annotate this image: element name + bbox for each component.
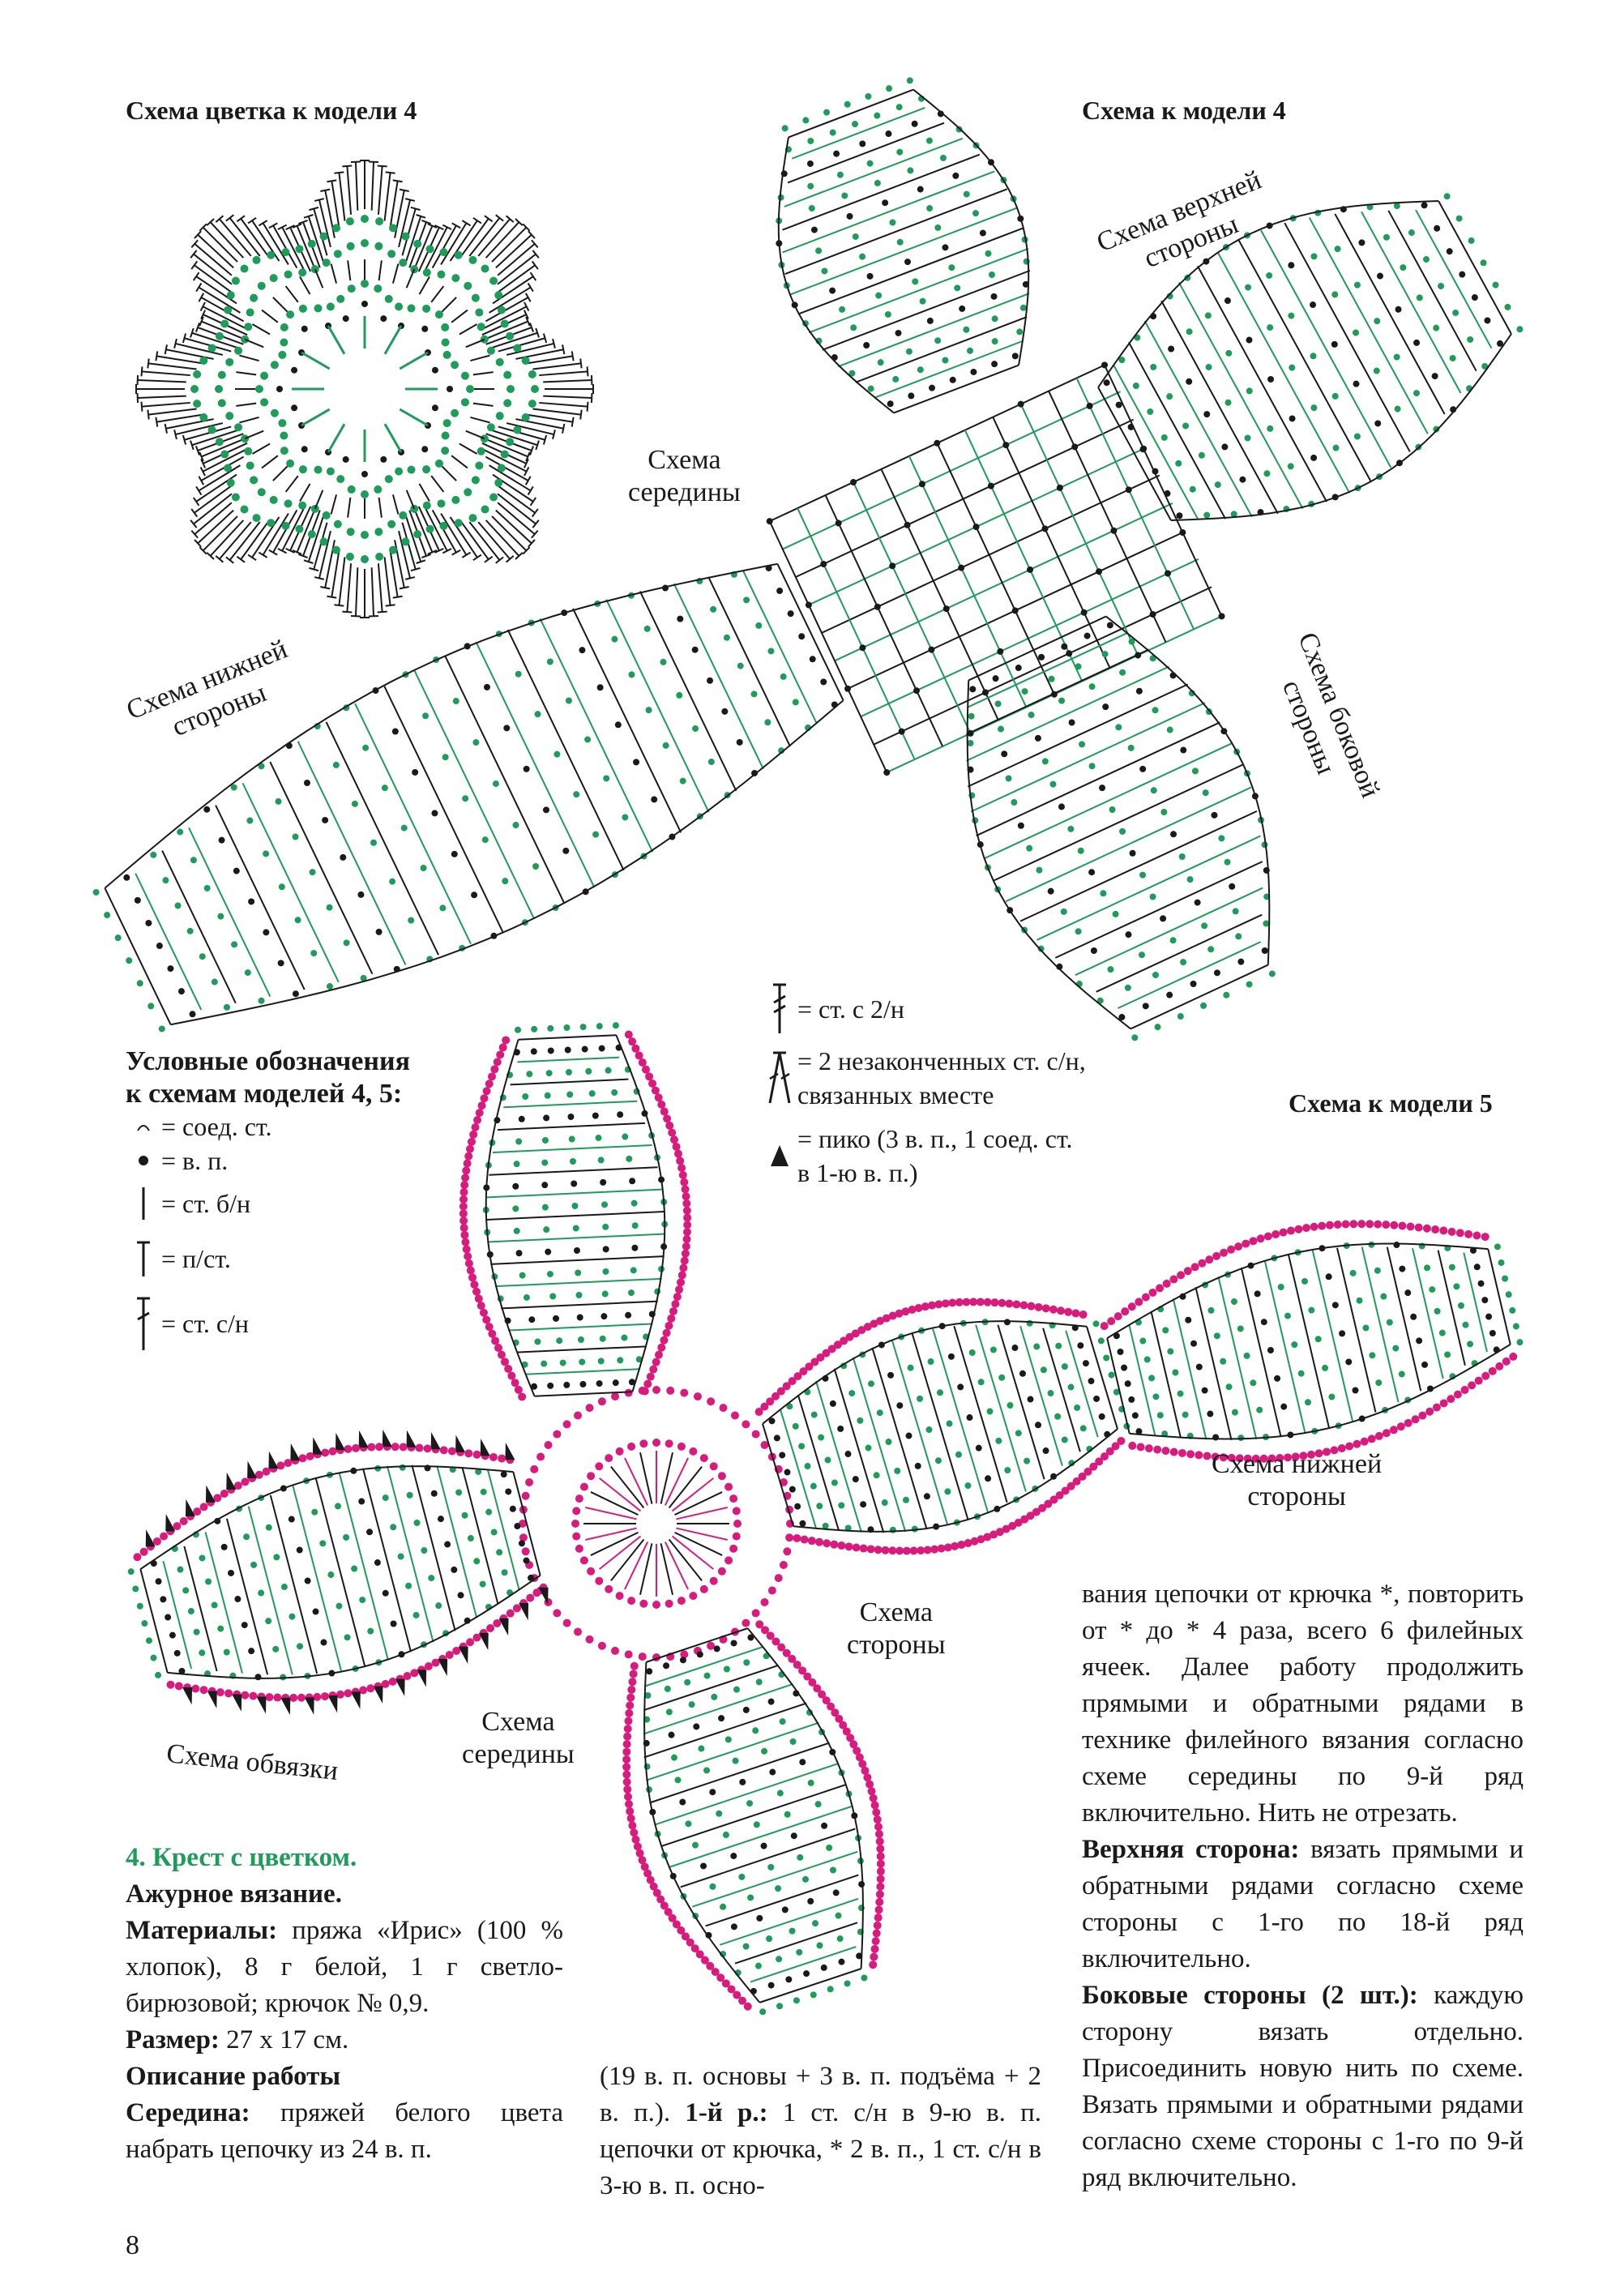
legend-item: = ст. с/н xyxy=(126,1289,410,1358)
model5-diagram xyxy=(127,1022,1524,2016)
half-double-icon xyxy=(126,1239,161,1278)
double-crochet-icon xyxy=(126,1295,161,1352)
article-subtitle: Ажурное вязание. xyxy=(126,1879,342,1909)
legend-right: = ст. с 2/н = 2 незаконченных ст. с/н, с… xyxy=(762,981,1086,1193)
picot-icon xyxy=(762,1144,797,1168)
article-column-2: (19 в. п. основы + 3 в. п. подъёма + 2 в… xyxy=(600,2062,1041,2200)
legend-item: = 2 незаконченных ст. с/н, связанных вме… xyxy=(762,1037,1086,1118)
legend: Условные обозначения к схемам моделей 4,… xyxy=(126,1045,410,1358)
side-label-model5: Схема стороны xyxy=(847,1597,946,1660)
article-column-3: вания цепочки от крючка *, повторить от … xyxy=(1082,1580,1524,2192)
page-number: 8 xyxy=(126,2230,139,2260)
treble-crochet-icon xyxy=(762,983,797,1035)
middle-label-model4: Схема середины xyxy=(628,445,741,507)
middle-label-model5: Схема середины xyxy=(462,1707,575,1769)
bottom-side-label-model5: Схема нижней стороны xyxy=(1212,1449,1383,1511)
legend-item: = ст. б/н xyxy=(126,1178,410,1229)
legend-item: = п/ст. xyxy=(126,1229,410,1289)
article-title: 4. Крест с цветком. xyxy=(126,1843,357,1872)
flower-diagram xyxy=(135,160,594,618)
legend-item: = в. п. xyxy=(126,1143,410,1178)
slip-stitch-icon xyxy=(126,1121,161,1132)
legend-title-line1: Условные обозначения xyxy=(126,1046,410,1076)
article-column-1: 4. Крест с цветком. Ажурное вязание. Мат… xyxy=(126,1840,563,2168)
chain-icon xyxy=(126,1154,161,1167)
legend-title-line2: к схемам моделей 4, 5: xyxy=(126,1079,403,1109)
flower-diagram-title: Схема цветка к модели 4 xyxy=(126,96,417,125)
model4-diagram-title: Схема к модели 4 xyxy=(1082,96,1286,125)
legend-item: = ст. с 2/н xyxy=(762,981,1086,1037)
legend-item: = соед. ст. xyxy=(126,1110,410,1143)
model4-diagram xyxy=(92,77,1524,1041)
decrease-icon xyxy=(762,1050,797,1106)
model5-diagram-title: Схема к модели 5 xyxy=(1289,1088,1493,1118)
single-crochet-icon xyxy=(126,1186,161,1221)
legend-item: = пико (3 в. п., 1 соед. ст. в 1-ю в. п.… xyxy=(762,1118,1086,1193)
